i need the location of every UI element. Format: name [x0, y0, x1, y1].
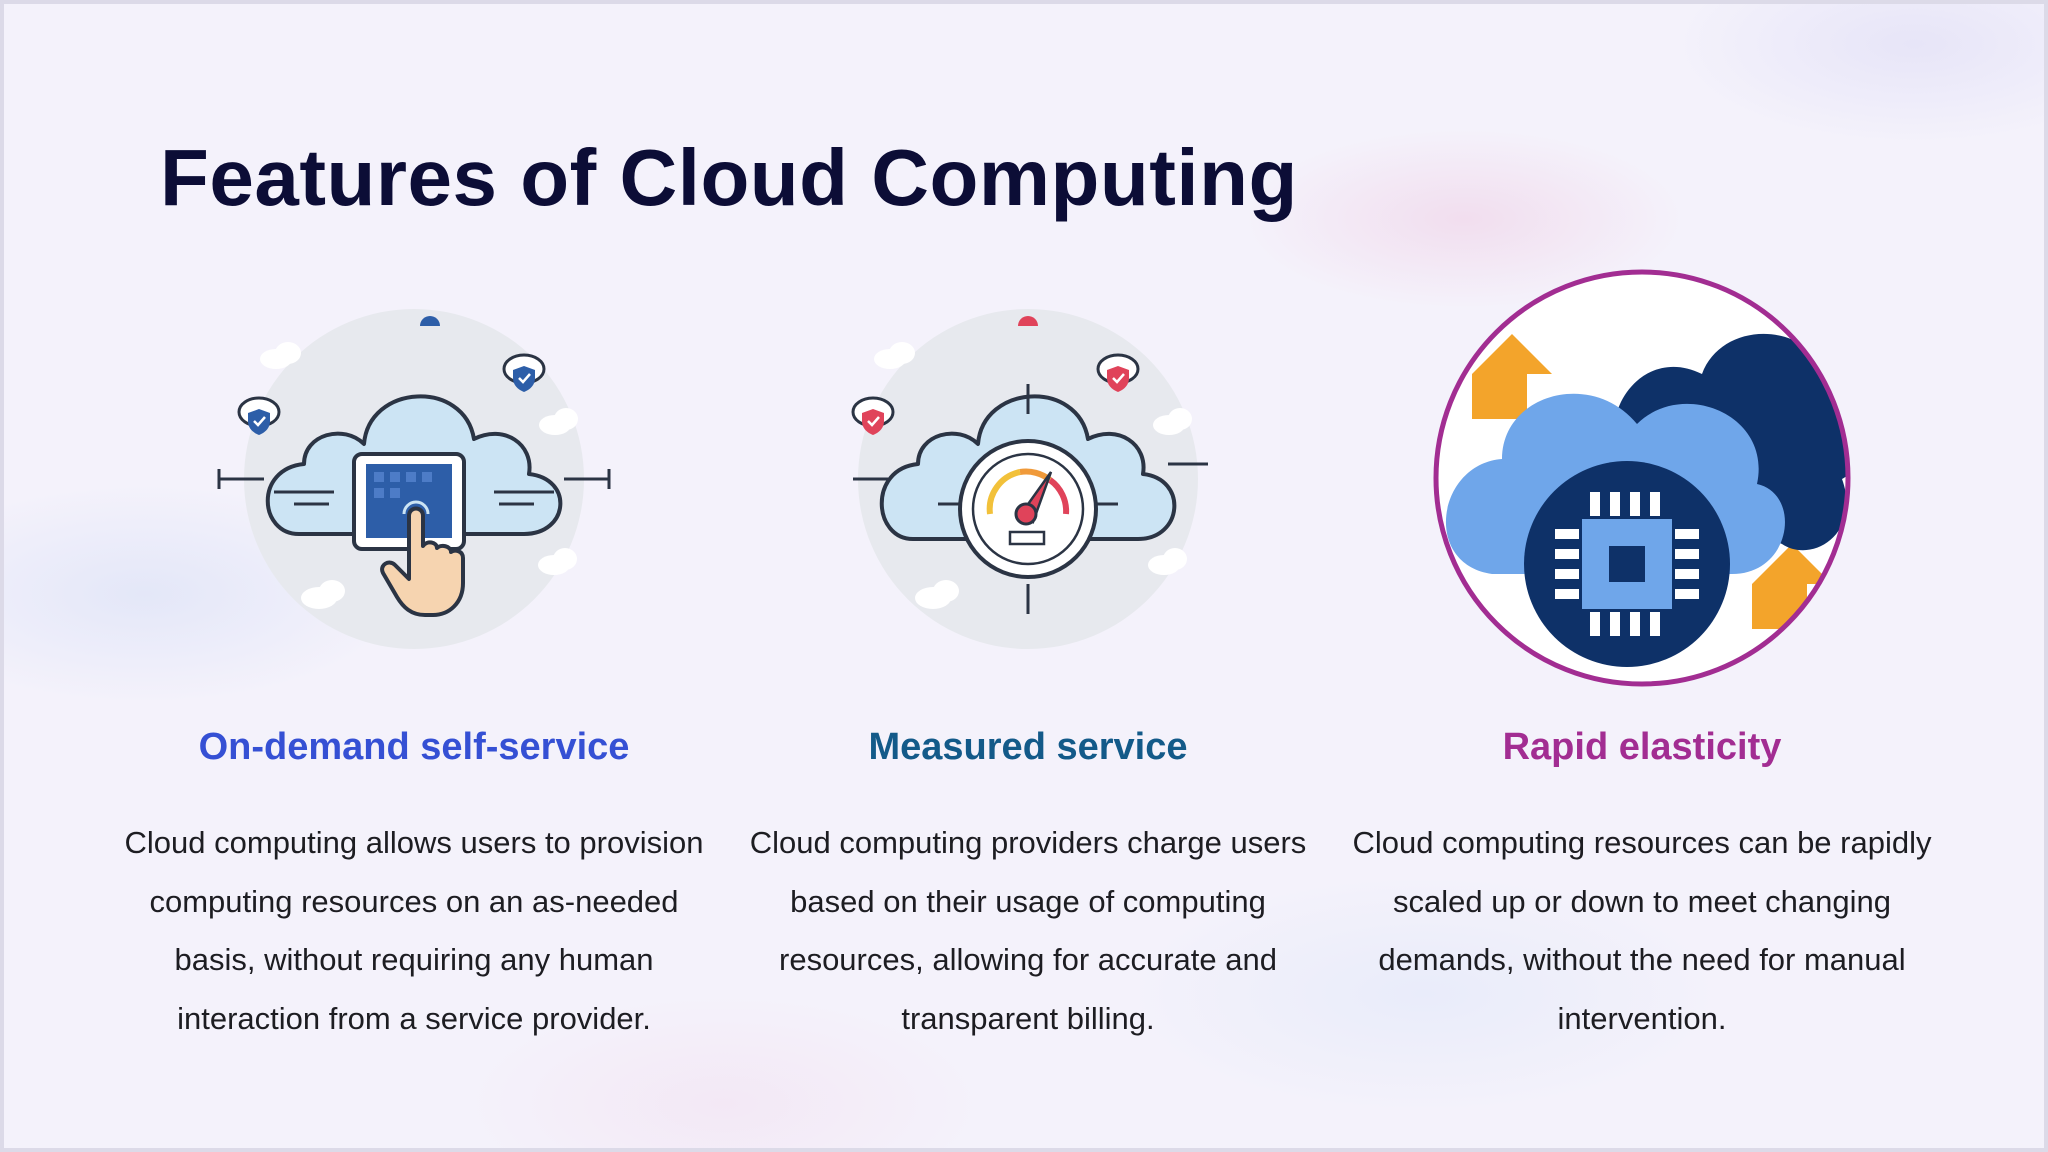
feature-rapid-elasticity: Rapid elasticity Cloud computing resourc… — [1342, 264, 1942, 1124]
feature-title: Rapid elasticity — [1502, 726, 1782, 768]
feature-measured-service: Measured service Cloud computing provide… — [728, 264, 1328, 1124]
feature-on-demand-self-service: On-demand self-service Cloud computing a… — [114, 264, 714, 1124]
cloud-touch-icon — [204, 264, 624, 694]
feature-title: Measured service — [868, 726, 1188, 768]
feature-description: Cloud computing allows users to provisio… — [124, 825, 704, 1037]
cloud-gauge-icon — [818, 264, 1238, 694]
feature-description: Cloud computing providers charge users b… — [749, 825, 1307, 1037]
slide-title: Features of Cloud Computing — [160, 133, 1298, 222]
feature-description: Cloud computing resources can be rapidly… — [1352, 825, 1932, 1037]
cloud-chip-icon — [1432, 264, 1852, 694]
feature-title: On-demand self-service — [198, 726, 630, 768]
